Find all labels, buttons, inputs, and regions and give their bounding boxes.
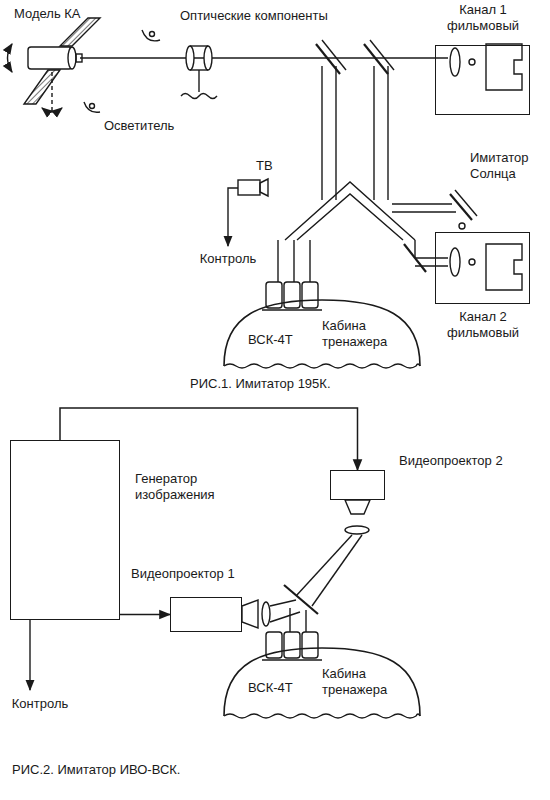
video-projector-box: Видеопроектор 2 <box>330 470 385 500</box>
tv-camera <box>228 179 268 246</box>
illuminator <box>84 30 160 112</box>
node-heading: Канал 1 фильмовый <box>428 2 538 33</box>
projection-optics <box>30 500 370 690</box>
trainer-cabin: ВСК-4ТКабина тренажера <box>222 292 422 370</box>
video-projector-box: Видеопроектор 1 <box>170 597 242 632</box>
node-heading: Видеопроектор 2 <box>399 453 544 469</box>
text-label: Оптические компоненты <box>180 8 380 24</box>
sun-simulator <box>450 190 477 229</box>
text-label: Контроль <box>0 696 80 712</box>
text-label: Модель КА <box>14 6 134 22</box>
text-label: РИС.1. Имитатор 195К. <box>190 376 450 392</box>
film-channel-box: Канал 2 фильмовый <box>435 232 530 304</box>
spacecraft-model <box>8 18 449 112</box>
text-label: ТВ <box>256 158 296 174</box>
node-heading: Генератор изображения <box>135 471 245 502</box>
node-label: Кабина тренажера <box>322 318 417 349</box>
node-heading: Канал 2 фильмовый <box>428 309 538 340</box>
text-label: Имитатор Солнца <box>470 150 546 181</box>
text-label: Контроль <box>188 251 268 267</box>
signal-connector <box>60 408 358 470</box>
film-channel-box: Канал 1 фильмовый <box>435 45 530 115</box>
text-label: РИС.2. Имитатор ИВО-ВСК. <box>12 762 312 778</box>
node-heading: ВСК-4Т <box>248 680 328 696</box>
node-heading: ВСК-4Т <box>248 332 328 348</box>
lens-group <box>181 46 217 99</box>
signal-connector <box>120 614 170 616</box>
node-heading: Видеопроектор 1 <box>131 566 281 582</box>
text-label: Осветитель <box>104 118 214 134</box>
trainer-cabin: ВСК-4ТКабина тренажера <box>222 640 422 720</box>
optical-components <box>278 40 456 282</box>
node-label: Кабина тренажера <box>322 666 417 697</box>
image-generator-box: Генератор изображения <box>10 440 120 620</box>
